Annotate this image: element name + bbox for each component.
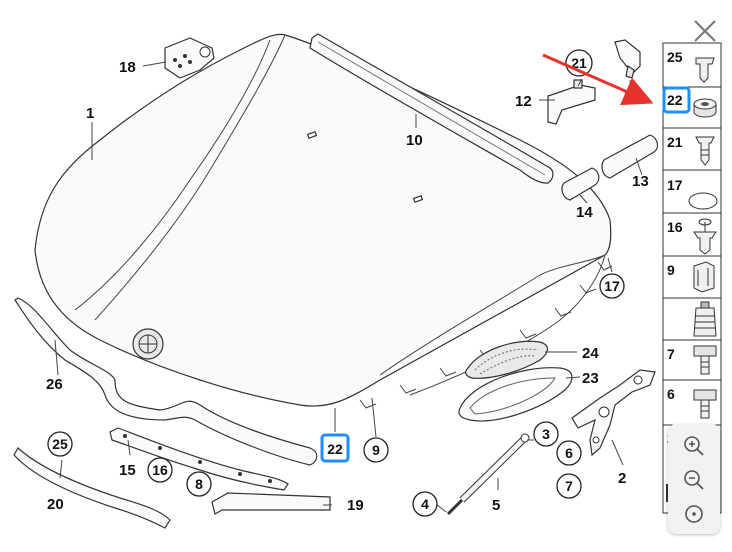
callout-19: 19	[347, 497, 364, 514]
sidebar-item-label: 17	[667, 177, 683, 193]
callout-13: 13	[632, 173, 649, 190]
callout-14: 14	[576, 204, 593, 221]
expanding-rivet-icon	[693, 231, 717, 255]
sidebar-item-6[interactable]: 6	[667, 386, 717, 419]
sidebar-item-8[interactable]	[693, 301, 717, 337]
callout-18: 18	[119, 59, 136, 76]
circled-callouts: 17 9 25 16 8 3 6 7 4 21	[47, 49, 625, 517]
sidebar-item-label: 6	[667, 386, 675, 402]
callout-9: 9	[372, 442, 380, 458]
callout-20: 20	[47, 496, 64, 513]
sidebar-item-label: 7	[667, 346, 675, 362]
zoom-in-icon	[684, 436, 704, 456]
push-rivet-icon	[695, 57, 715, 83]
sidebar-item-16[interactable]: 16	[667, 218, 717, 255]
sidebar-item-label: 25	[667, 49, 683, 65]
sidebar-item-25[interactable]: 25	[667, 49, 715, 83]
sidebar-item-21[interactable]: 21	[667, 134, 715, 166]
part-12-bracket	[547, 79, 596, 125]
reset-zoom-button[interactable]	[678, 498, 710, 530]
bolt-icon	[693, 345, 717, 357]
callout-15: 15	[119, 462, 136, 479]
callout-24: 24	[582, 345, 599, 362]
close-button[interactable]	[690, 16, 720, 46]
callout-3: 3	[542, 426, 550, 442]
zoom-in-button[interactable]	[678, 430, 710, 462]
callout-1: 1	[86, 105, 94, 122]
close-icon	[694, 20, 716, 42]
part-18-bracket	[164, 37, 215, 79]
clip-icon	[695, 136, 715, 166]
sidebar-item-17[interactable]: 17	[667, 177, 718, 210]
callout-22-highlight[interactable]: 22	[320, 433, 350, 463]
part-26-seal	[14, 297, 318, 466]
callout-23: 23	[582, 370, 599, 387]
part-24-grille	[465, 340, 549, 379]
callout-21: 21	[571, 55, 587, 71]
callout-8: 8	[195, 476, 203, 492]
sidebar-item-label: 9	[667, 262, 675, 278]
part-13-sleeve	[601, 134, 659, 179]
part-20-strip	[13, 447, 171, 529]
part-2-hinge	[571, 369, 656, 457]
sidebar-item-9[interactable]: 9	[667, 261, 715, 293]
callout-5: 5	[492, 497, 500, 514]
screw-icon	[693, 389, 717, 401]
zoom-controls	[668, 424, 720, 534]
callout-22: 22	[327, 441, 343, 457]
callout-25: 25	[52, 436, 68, 452]
part-10-seal	[309, 33, 554, 184]
callout-7: 7	[565, 478, 573, 494]
sidebar-item-label: 21	[667, 134, 683, 150]
callout-26: 26	[46, 376, 63, 393]
sidebar-item-22[interactable]: 22	[662, 86, 717, 118]
callout-12: 12	[515, 93, 532, 110]
pointer-arrow	[542, 53, 654, 106]
callout-16: 16	[152, 462, 168, 478]
part-23-frame	[458, 367, 573, 422]
zoom-out-icon	[684, 470, 704, 490]
callout-10: 10	[406, 132, 423, 149]
rubber-buffer-icon	[693, 98, 717, 118]
callout-2: 2	[618, 470, 626, 487]
leader-lines	[54, 61, 643, 513]
callout-6: 6	[565, 445, 573, 461]
reset-zoom-icon	[685, 505, 703, 523]
callout-4: 4	[421, 496, 429, 512]
sidebar-item-7[interactable]: 7	[667, 345, 717, 375]
part-11-clip	[614, 39, 641, 79]
plug-icon	[688, 192, 718, 210]
part-19-strip	[211, 492, 331, 515]
sidebar-item-label: 22	[667, 92, 683, 108]
nut-clip-icon	[693, 261, 715, 293]
callout-17: 17	[604, 278, 620, 294]
part-5-gas-strut	[446, 433, 530, 516]
sidebar-item-label: 16	[667, 219, 683, 235]
part-14-sleeve	[561, 167, 600, 201]
zoom-out-button[interactable]	[678, 464, 710, 496]
